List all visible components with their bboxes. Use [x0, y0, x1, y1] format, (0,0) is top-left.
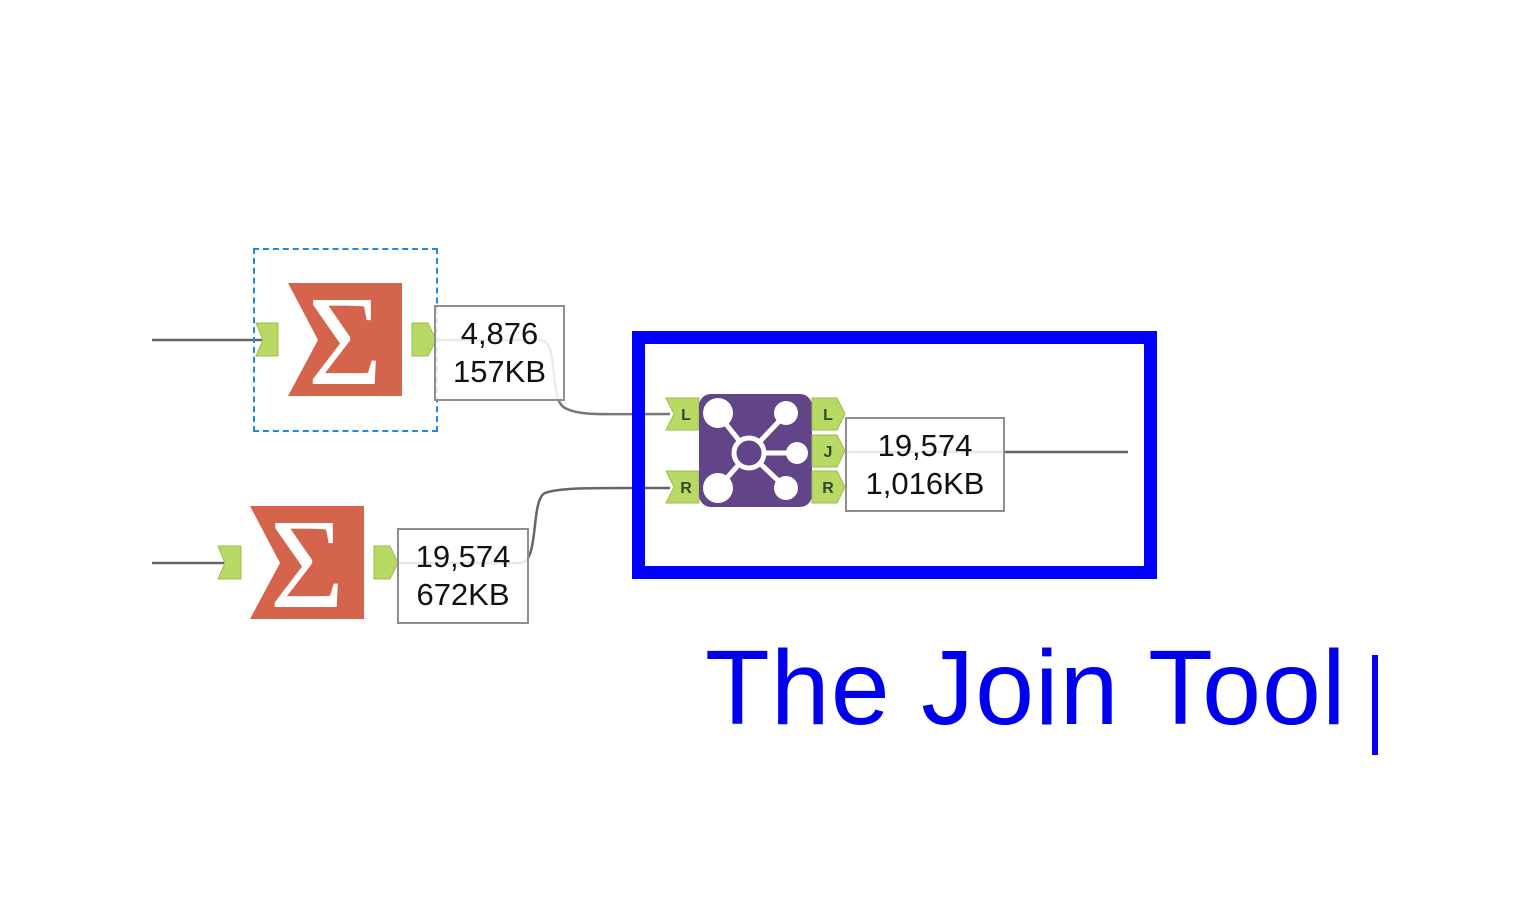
selection-outline: [253, 248, 438, 432]
summarize-tool-bottom[interactable]: Σ: [217, 493, 399, 635]
record-count: 19,574: [415, 539, 511, 574]
record-count: 19,574: [877, 428, 973, 463]
record-count-label-top: 4,876 157KB: [434, 305, 565, 401]
summarize-icon: [288, 283, 402, 396]
annotation-title: The Join Tool: [705, 629, 1347, 747]
summarize-tool-top[interactable]: Σ: [255, 270, 437, 412]
record-count: 4,876: [460, 316, 539, 351]
join-output-l-label: L: [823, 407, 833, 424]
record-count-label-join: 19,574 1,016KB: [845, 417, 1005, 512]
output-anchor[interactable]: [373, 545, 399, 580]
svg-text:Σ: Σ: [270, 493, 345, 635]
record-count-label-bottom: 19,574 672KB: [397, 528, 529, 624]
join-input-r-anchor[interactable]: [665, 470, 700, 504]
highlight-box: [632, 331, 1157, 579]
data-size: 672KB: [416, 577, 510, 612]
wire-bottom-to-join-r: [397, 486, 671, 565]
input-anchor[interactable]: [255, 322, 279, 357]
join-output-r-label: R: [822, 480, 834, 497]
join-input-r-label: R: [680, 480, 692, 497]
data-size: 157KB: [452, 354, 547, 389]
svg-text:Σ: Σ: [308, 270, 383, 412]
text-cursor: [1372, 655, 1378, 755]
input-anchor[interactable]: [217, 545, 242, 580]
join-tool[interactable]: L R L J R: [665, 394, 846, 507]
join-output-r-anchor[interactable]: [811, 470, 846, 504]
join-input-l-anchor[interactable]: [665, 397, 700, 431]
join-input-l-label: L: [681, 407, 691, 424]
output-anchor[interactable]: [411, 322, 437, 357]
summarize-icon: [250, 506, 364, 619]
data-size: 1,016KB: [865, 466, 985, 501]
join-output-l-anchor[interactable]: [811, 397, 846, 431]
join-output-j-anchor[interactable]: [811, 434, 846, 468]
join-output-j-label: J: [824, 444, 833, 461]
